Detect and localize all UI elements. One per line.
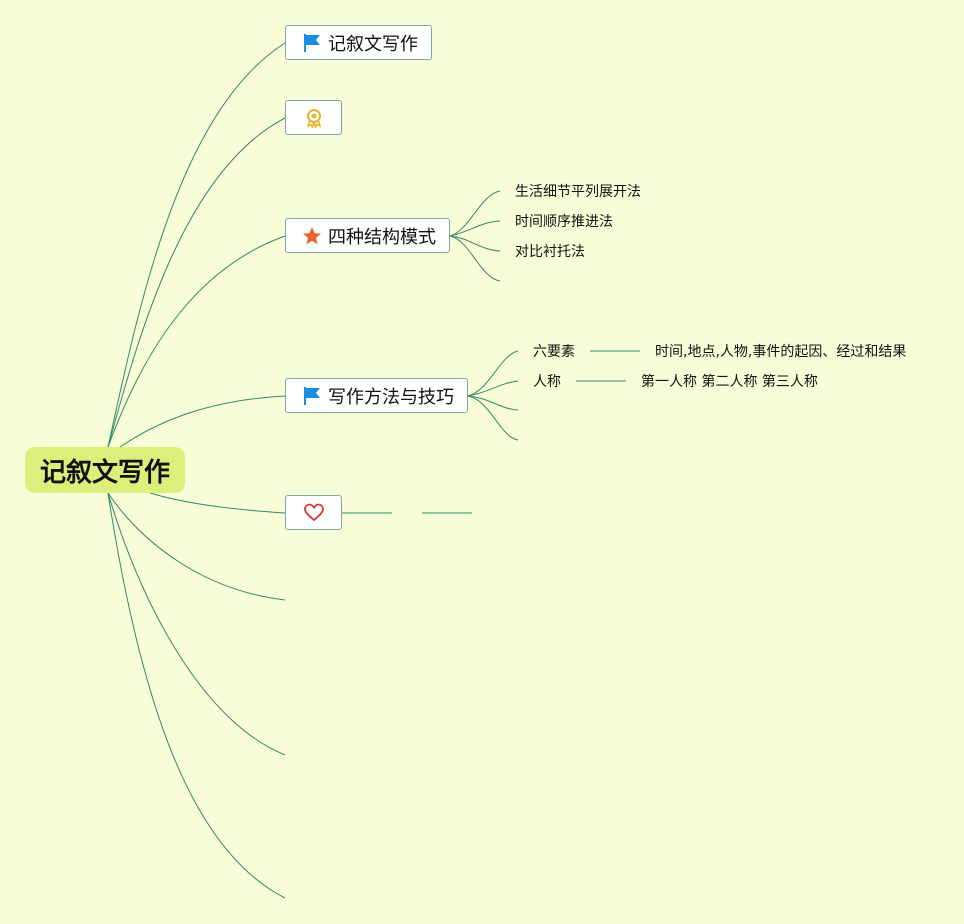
subtopic-structure-mode[interactable]: 对比衬托法 [515, 244, 585, 260]
link-central-t4 [119, 395, 286, 448]
link-t3-s3 [449, 235, 501, 252]
link-t4-m1 [467, 350, 519, 397]
orange-star-icon [302, 226, 322, 246]
link-t3-s2 [449, 220, 501, 237]
central-topic[interactable]: 记叙文写作 [25, 447, 185, 493]
topic-award[interactable] [285, 100, 342, 135]
link-t4-m3 [467, 395, 519, 411]
topic-methods-techniques[interactable]: 写作方法与技巧 [285, 378, 468, 413]
award-ribbon-icon [304, 108, 324, 128]
topic-heart[interactable] [285, 495, 342, 530]
link-central-t5 [149, 492, 286, 514]
link-central-empty1 [107, 492, 286, 601]
blue-flag-icon [302, 33, 322, 53]
detail-six-elements[interactable]: 时间,地点,人物,事件的起因、经过和结果 [655, 344, 907, 360]
central-topic-label: 记叙文写作 [39, 457, 170, 488]
link-t3-s1 [449, 190, 501, 237]
subtopic-structure-mode[interactable]: 生活细节平列展开法 [515, 184, 641, 200]
link-t4-m2 [467, 380, 519, 397]
topic-structure-modes[interactable]: 四种结构模式 [285, 218, 450, 253]
link-central-t3 [107, 235, 286, 448]
topic-label: 记叙文写作 [328, 33, 418, 55]
subtopic-structure-mode[interactable]: 时间顺序推进法 [515, 214, 613, 230]
link-central-t1 [107, 42, 286, 448]
detail-person[interactable]: 第一人称 第二人称 第三人称 [641, 374, 818, 390]
link-central-empty3 [107, 492, 286, 899]
subtopic-six-elements[interactable]: 六要素 [533, 344, 575, 360]
blue-flag-icon [302, 386, 322, 406]
link-t4-m4 [467, 395, 519, 441]
topic-label: 四种结构模式 [328, 226, 436, 248]
topic-narrative-writing[interactable]: 记叙文写作 [285, 25, 432, 60]
link-central-t2 [107, 117, 286, 448]
topic-label: 写作方法与技巧 [328, 386, 454, 408]
link-central-empty2 [107, 492, 286, 756]
red-heart-icon [303, 503, 324, 523]
subtopic-person[interactable]: 人称 [533, 374, 561, 390]
link-t3-s4 [449, 235, 501, 282]
